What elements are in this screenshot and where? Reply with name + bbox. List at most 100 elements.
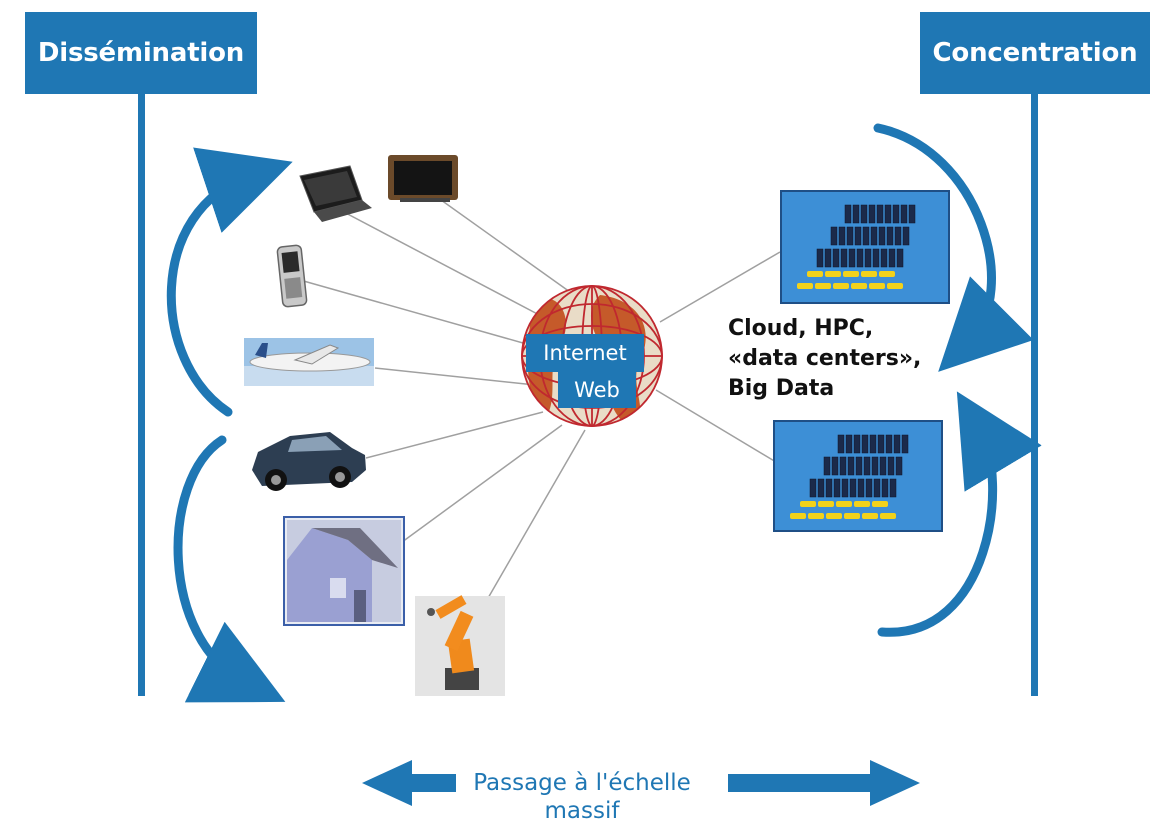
- server-base-tile: [887, 283, 903, 289]
- server-base-tile: [869, 283, 885, 289]
- server-unit: [809, 478, 817, 498]
- connector-line: [374, 367, 536, 386]
- server-unit: [849, 478, 857, 498]
- server-unit: [870, 226, 878, 246]
- tablet-icon: [388, 155, 458, 202]
- data-center-label-3: Big Data: [728, 376, 835, 401]
- server-unit: [896, 248, 904, 268]
- server-unit: [856, 248, 864, 268]
- server-unit: [844, 204, 852, 224]
- data-center-label-1: Cloud, HPC,: [728, 316, 874, 341]
- connector-line: [419, 184, 571, 293]
- server-base-tile: [861, 271, 877, 277]
- server-unit: [894, 226, 902, 246]
- server-unit: [889, 478, 897, 498]
- server-rack-icon: [773, 420, 943, 532]
- server-base-tile: [797, 283, 813, 289]
- connector-line: [365, 411, 544, 459]
- server-unit: [837, 434, 845, 454]
- diagram-canvas: Internet Web: [138, 92, 1042, 806]
- data-center-labels: Cloud, HPC, «data centers», Big Data: [728, 314, 921, 404]
- server-base-tile: [833, 283, 849, 289]
- server-base-tile: [862, 513, 878, 519]
- left-vertical-line: [138, 92, 145, 696]
- server-unit: [902, 226, 910, 246]
- server-base-tile: [854, 501, 870, 507]
- airplane-icon: [244, 338, 374, 386]
- hub-label-web: Web: [574, 378, 620, 402]
- connector-line: [339, 209, 546, 319]
- arrow-left: [362, 760, 456, 806]
- server-unit: [863, 456, 871, 476]
- server-unit: [865, 478, 873, 498]
- server-unit: [879, 456, 887, 476]
- server-base-tile: [800, 501, 816, 507]
- connector-line: [655, 389, 777, 463]
- hub-label-box-bottom: [558, 372, 636, 408]
- connector-line: [397, 424, 563, 546]
- server-base-tile: [851, 283, 867, 289]
- server-unit: [841, 478, 849, 498]
- server-base-tile: [880, 513, 896, 519]
- laptop-icon: [299, 165, 372, 222]
- curved-arrow-upper-right: [873, 123, 1034, 372]
- server-base-tile: [807, 271, 823, 277]
- server-unit: [861, 434, 869, 454]
- server-base-tile: [825, 271, 841, 277]
- server-unit: [885, 434, 893, 454]
- data-center-label-2: «data centers»,: [728, 346, 922, 371]
- car-icon: [252, 432, 366, 491]
- connector-lines: [299, 184, 781, 613]
- server-unit: [817, 478, 825, 498]
- server-unit: [848, 248, 856, 268]
- server-unit: [864, 248, 872, 268]
- diagram: Dissémination Concentration: [25, 12, 1150, 824]
- server-unit: [816, 248, 824, 268]
- server-base-tile: [826, 513, 842, 519]
- server-unit: [825, 478, 833, 498]
- server-unit: [908, 204, 916, 224]
- title-concentration: Concentration: [920, 12, 1150, 94]
- server-unit: [838, 226, 846, 246]
- server-unit: [886, 226, 894, 246]
- connector-line: [659, 251, 781, 323]
- server-unit: [900, 204, 908, 224]
- server-unit: [877, 434, 885, 454]
- server-unit: [832, 248, 840, 268]
- server-unit: [884, 204, 892, 224]
- server-unit: [831, 456, 839, 476]
- server-unit: [853, 434, 861, 454]
- curved-arrow-lower-left: [173, 435, 286, 703]
- server-unit: [871, 456, 879, 476]
- server-unit: [830, 226, 838, 246]
- server-unit: [854, 226, 862, 246]
- server-base-tile: [879, 271, 895, 277]
- server-base-tile: [836, 501, 852, 507]
- server-unit: [872, 248, 880, 268]
- server-unit: [868, 204, 876, 224]
- server-unit: [857, 478, 865, 498]
- server-unit: [893, 434, 901, 454]
- server-unit: [895, 456, 903, 476]
- title-left-text: Dissémination: [37, 38, 245, 68]
- house-icon: [283, 516, 405, 626]
- arrow-right: [728, 760, 920, 806]
- server-unit: [862, 226, 870, 246]
- server-unit: [887, 456, 895, 476]
- connector-line: [299, 279, 531, 346]
- server-base-tile: [808, 513, 824, 519]
- phone-icon: [276, 244, 308, 308]
- server-unit: [839, 456, 847, 476]
- server-base-tile: [818, 501, 834, 507]
- server-unit: [878, 226, 886, 246]
- server-unit: [840, 248, 848, 268]
- server-unit: [846, 226, 854, 246]
- server-unit: [847, 456, 855, 476]
- title-right-text: Concentration: [932, 38, 1138, 68]
- server-base-tile: [790, 513, 806, 519]
- server-unit: [852, 204, 860, 224]
- server-unit: [888, 248, 896, 268]
- robot-arm-icon: [415, 595, 505, 696]
- hub-label-internet: Internet: [543, 341, 626, 365]
- server-unit: [880, 248, 888, 268]
